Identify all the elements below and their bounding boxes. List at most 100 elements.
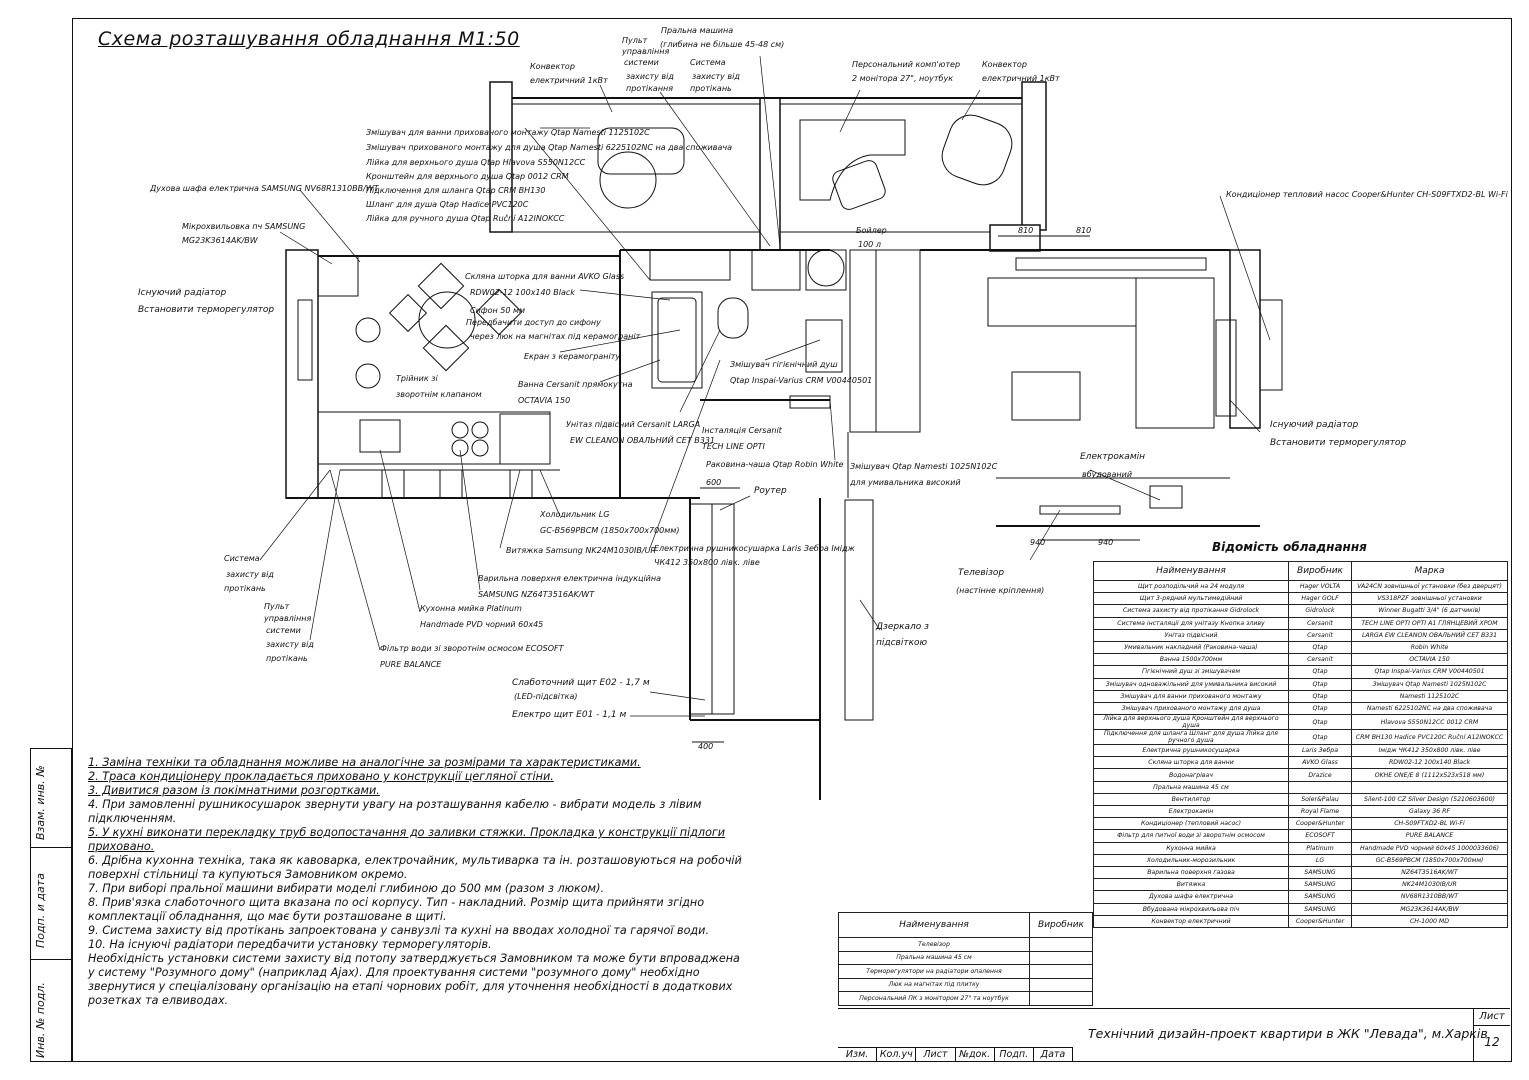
equipment-model-cell: GC-B569PBCM (1850х700х700мм) bbox=[1351, 853, 1508, 867]
equipment-model-cell: RDW02-12 100х140 Black bbox=[1351, 756, 1508, 770]
toilet bbox=[717, 297, 749, 339]
label-toilet2: EW CLEANON ОВАЛЬНИЙ СЕТ B331 bbox=[570, 436, 716, 445]
sheet-label: Лист bbox=[1474, 1009, 1510, 1026]
equipment-maker-cell: Soler&Palau bbox=[1288, 792, 1352, 807]
equipment-maker-cell: Cooper&Hunter bbox=[1288, 817, 1352, 831]
label-lowcurrent2: (LED-підсвітка) bbox=[514, 692, 578, 701]
extra-item-maker bbox=[1029, 991, 1093, 1006]
tv-unit bbox=[1039, 505, 1121, 515]
sofa-corner bbox=[1135, 277, 1215, 429]
equipment-model-cell: VS318PZF зовнішньої установки bbox=[1351, 592, 1508, 606]
equipment-name-cell: Щит розподільчий на 24 модуля bbox=[1093, 579, 1289, 594]
equipment-model-cell: Hlavova S550N12CC 0012 CRM bbox=[1351, 714, 1508, 731]
label-head-shower: Лійка для верхнього душа Qtap Hlavova S5… bbox=[366, 158, 586, 167]
label-conv2b: електричний 1кВт bbox=[982, 74, 1060, 83]
label-mirror2: підсвіткою bbox=[876, 638, 928, 648]
equipment-name-cell: Фільтр для питної води зі зворотнім осмо… bbox=[1093, 829, 1289, 843]
equipment-name-cell: Змішувач прихованого монтажу для душа bbox=[1093, 701, 1289, 716]
label-hood: Витяжка Samsung NK24M1030IB/UR bbox=[506, 546, 656, 555]
equipment-name-cell: Унітаз підвісний bbox=[1093, 628, 1289, 642]
equipment-row: Підключення для шланга Шланг для душа Лі… bbox=[1093, 729, 1508, 746]
equipment-model-cell: MG23K3614AK/BW bbox=[1351, 902, 1508, 916]
label-ksink2: Handmade PVD чорний 60х45 bbox=[420, 620, 544, 629]
label-filter: Фільтр води зі зворотнім осмосом ECOSOFT bbox=[380, 644, 564, 653]
label-router: Роутер bbox=[754, 486, 787, 496]
equipment-row: Фільтр для питної води зі зворотнім осмо… bbox=[1093, 829, 1508, 843]
equipment-maker-cell: Qtap bbox=[1288, 677, 1352, 691]
label-siphon3: через люк на магнітах під керамограніт bbox=[470, 332, 641, 341]
label-fridge: Холодильник LG bbox=[540, 510, 610, 519]
label-install2: TECH LINE OPTI bbox=[702, 442, 765, 451]
equipment-name-cell: Кухонна мийка bbox=[1093, 841, 1289, 855]
equipment-maker-cell: Gidrolock bbox=[1288, 604, 1352, 618]
label-remote1d: захисту від bbox=[626, 72, 674, 81]
stamp-cell: №док. bbox=[956, 1048, 995, 1062]
extra-item-name: Телевізор bbox=[837, 937, 1031, 952]
kitchen-sink bbox=[359, 419, 401, 453]
equipment-name-cell: Електрокамін bbox=[1093, 804, 1289, 819]
stamp-cell: Лист bbox=[916, 1048, 956, 1062]
label-sink: Раковина-чаша Qtap Robin White bbox=[706, 460, 844, 469]
label-washer: Пральна машина bbox=[661, 26, 734, 35]
note-line: 7. При виборі пральної машини вибирати м… bbox=[88, 882, 605, 895]
equipment-maker-cell: SAMSUNG bbox=[1288, 878, 1352, 892]
note-line: 6. Дрібна кухонна техніка, така як кавов… bbox=[88, 854, 742, 881]
label-tv2: (настінне кріплення) bbox=[956, 586, 1045, 595]
label-towel2: ЧК412 350х800 лівк. ліве bbox=[654, 558, 760, 567]
label-fireplace2: вбудований bbox=[1082, 470, 1133, 479]
equipment-model-cell bbox=[1351, 780, 1508, 794]
equipment-name-cell: Витяжка bbox=[1093, 878, 1289, 892]
equipment-model-cell: Silent-100 CZ Silver Design (5210603600) bbox=[1351, 792, 1508, 807]
bathtub bbox=[651, 291, 703, 389]
equipment-row: Кондиціонер (тепловий насос)Cooper&Hunte… bbox=[1093, 817, 1508, 831]
equipment-maker-cell: Royal Flame bbox=[1288, 804, 1352, 819]
equipment-model-cell: NZ64T3516AK/WT bbox=[1351, 865, 1508, 880]
label-fireplace: Електрокамін bbox=[1080, 452, 1145, 462]
coffee-table bbox=[1011, 371, 1081, 421]
equipment-model-cell: Winner Bugatti 3/4" (6 датчиків) bbox=[1351, 604, 1508, 618]
equipment-row: Лійка для верхнього душа Кронштейн для в… bbox=[1093, 714, 1508, 731]
equipment-model-cell: OKHE ONE/E 8 (1112х523х518 мм) bbox=[1351, 768, 1508, 782]
label-bath2: OCTAVIA 150 bbox=[518, 396, 571, 405]
side-label-c: Инв. № подл. bbox=[34, 982, 47, 1058]
equipment-model-cell: LARGA EW CLEANON ОВАЛЬНИЙ СЕТ B331 bbox=[1351, 628, 1508, 642]
label-tee: Трійник зі bbox=[396, 374, 438, 383]
equipment-model-cell: PURE BALANCE bbox=[1351, 829, 1508, 843]
label-boiler: Бойлер bbox=[856, 226, 887, 235]
equipment-name-cell: Змішувач одноважільний для умивальника в… bbox=[1093, 677, 1289, 691]
equipment-name-cell: Електрична рушникосушарка bbox=[1093, 744, 1289, 758]
label-ksink: Кухонна мийка Platinum bbox=[420, 604, 522, 613]
equipment-model-cell: NV68R1310BB/WT bbox=[1351, 890, 1508, 904]
note-line: 8. Прив'язка слаботочного щита вказана п… bbox=[88, 896, 705, 923]
equipment-name-cell: Система інсталяції для унітазу Кнопка зл… bbox=[1093, 616, 1289, 630]
equipment-model-cell: VA24CN зовнішньої установки (без дверцят… bbox=[1351, 579, 1508, 594]
mirror-panel bbox=[844, 499, 874, 721]
label-radiator-r2: Встановити терморегулятор bbox=[1270, 438, 1407, 448]
equipment-name-cell: Вентилятор bbox=[1093, 792, 1289, 807]
label-remote2c: системи bbox=[266, 626, 301, 635]
label-conv2: Конвектор bbox=[982, 60, 1027, 69]
label-boiler2: 100 л bbox=[858, 240, 881, 249]
title-block: Изм. Кол.уч Лист №док. Подп. Дата Техніч… bbox=[838, 1008, 1510, 1062]
header-model: Марка bbox=[1351, 561, 1508, 581]
label-micro: Мікрохвильовка пч SAMSUNG bbox=[182, 222, 306, 231]
extra-item-row: Телевізор bbox=[837, 937, 1093, 952]
equipment-name-cell: Умивальник накладний (Раковина-чаша) bbox=[1093, 640, 1289, 655]
label-filter2: PURE BALANCE bbox=[380, 660, 442, 669]
fireplace bbox=[1149, 485, 1183, 509]
desk-outline bbox=[799, 119, 906, 201]
label-remote1b: управління bbox=[622, 47, 670, 56]
label-remote2d: захисту від bbox=[266, 640, 314, 649]
equipment-row: Система захисту від протікання Gidrolock… bbox=[1093, 604, 1508, 618]
stamp-cell: Изм. bbox=[838, 1048, 878, 1062]
equipment-model-cell: Імідж ЧК412 350х800 лівк. ліве bbox=[1351, 744, 1508, 758]
label-sys2c: протікань bbox=[224, 584, 266, 593]
label-mixer-wash: Змішувач Qtap Namesti 1025N102C bbox=[850, 462, 998, 471]
label-remote1: Пульт bbox=[622, 36, 648, 45]
